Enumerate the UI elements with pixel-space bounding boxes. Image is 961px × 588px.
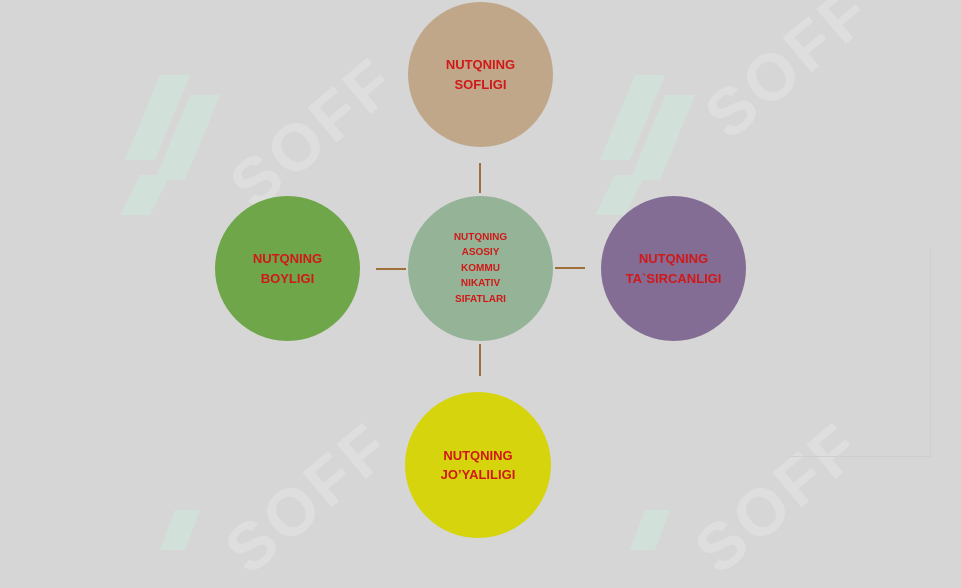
node-label-line: TA`SIRCANLIGI	[625, 270, 722, 286]
node-center: NUTQNING ASOSIY KOMMU NIKATIV SIFATLARI	[408, 196, 553, 341]
node-label-line: NUTQNING	[443, 447, 513, 463]
node-label-line: KOMMU	[461, 262, 500, 274]
connector-bottom	[479, 344, 481, 376]
node-label-line: NUTQNING	[453, 231, 508, 243]
node-label-line: NUTQNING	[252, 251, 323, 266]
soff-logo-icon	[160, 510, 200, 550]
node-label-line: NIKATIV	[460, 278, 501, 290]
node-label-line: NUTQNING	[638, 251, 709, 266]
watermark-text: SOFF	[215, 42, 411, 223]
node-joyaliligi: NUTQNING JO’YALILIGI	[405, 392, 551, 538]
watermark-text: SOFF	[210, 407, 406, 588]
node-label-line: SOFLIGI	[454, 76, 507, 92]
node-label-line: SIFATLARI	[455, 293, 506, 305]
soff-logo-icon	[630, 510, 670, 550]
soff-logo-icon	[120, 75, 220, 215]
connector-top	[479, 163, 481, 193]
node-label-line: NUTQNING	[445, 57, 516, 72]
node-label-line: JO’YALILIGI	[440, 467, 516, 482]
watermark-text: SOFF	[690, 0, 886, 153]
connector-right	[555, 267, 585, 269]
node-label-line: BOYLIGI	[260, 270, 315, 286]
watermark-bottom-left: SOFF	[150, 380, 410, 587]
node-label-line: ASOSIY	[461, 247, 500, 259]
node-tasirchanligi: NUTQNING TA`SIRCANLIGI	[601, 196, 746, 341]
node-sofligi: NUTQNING SOFLIGI	[408, 2, 553, 147]
node-boyligi: NUTQNING BOYLIGI	[215, 196, 360, 341]
connector-left	[376, 268, 406, 270]
diagram-canvas: SOFF SOFF SOFF SOFF NUTQNING SOFLIGI	[120, 0, 931, 587]
faint-frame	[790, 248, 931, 457]
